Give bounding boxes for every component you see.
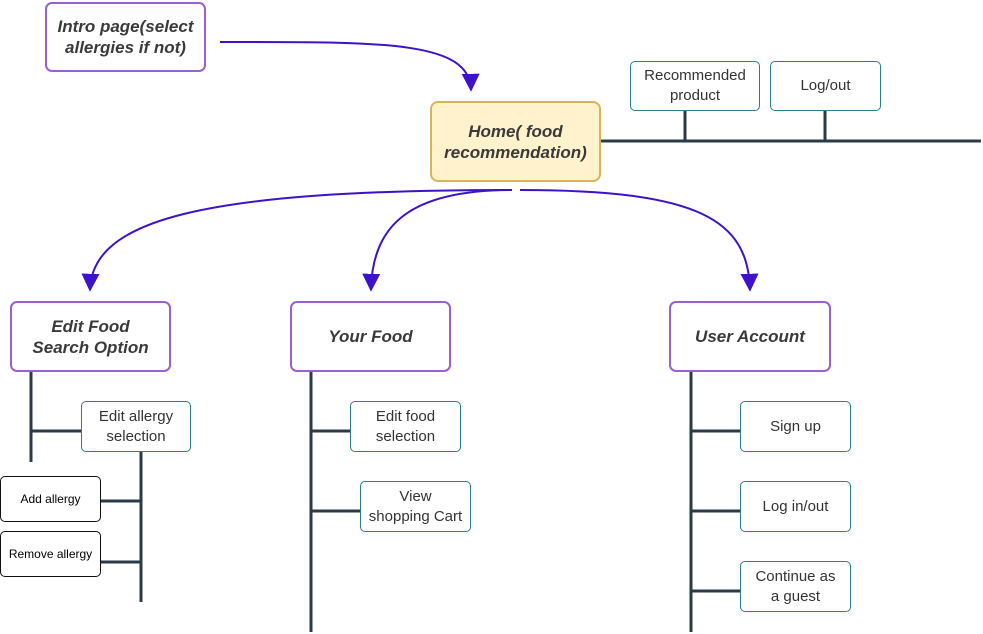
remove-allergy-node: Remove allergy (0, 531, 101, 577)
edit-allergy-selection-node: Edit allergy selection (81, 401, 191, 452)
arrows (81, 40, 759, 292)
arrow-home-to-user-account (519, 189, 759, 292)
sign-up-node: Sign up (740, 401, 851, 452)
edit-food-search-option-node: Edit Food Search Option (10, 301, 171, 372)
arrow-intro-to-home (219, 40, 480, 92)
intro-page-node: Intro page(select allergies if not) (45, 2, 206, 72)
view-shopping-cart-node: View shopping Cart (360, 481, 471, 532)
log-in-out-node: Log in/out (740, 481, 851, 532)
recommended-product-node: Recommended product (630, 61, 760, 111)
arrow-home-to-your-food (362, 189, 513, 292)
edit-food-selection-node: Edit food selection (350, 401, 461, 452)
add-allergy-node: Add allergy (0, 476, 101, 522)
log-out-node: Log/out (770, 61, 881, 111)
home-node: Home( food recommendation) (430, 101, 601, 182)
arrow-home-to-edit-food-search (81, 189, 513, 292)
user-account-node: User Account (669, 301, 831, 372)
continue-as-guest-node: Continue as a guest (740, 561, 851, 612)
tree-lines (29, 111, 981, 632)
your-food-node: Your Food (290, 301, 451, 372)
